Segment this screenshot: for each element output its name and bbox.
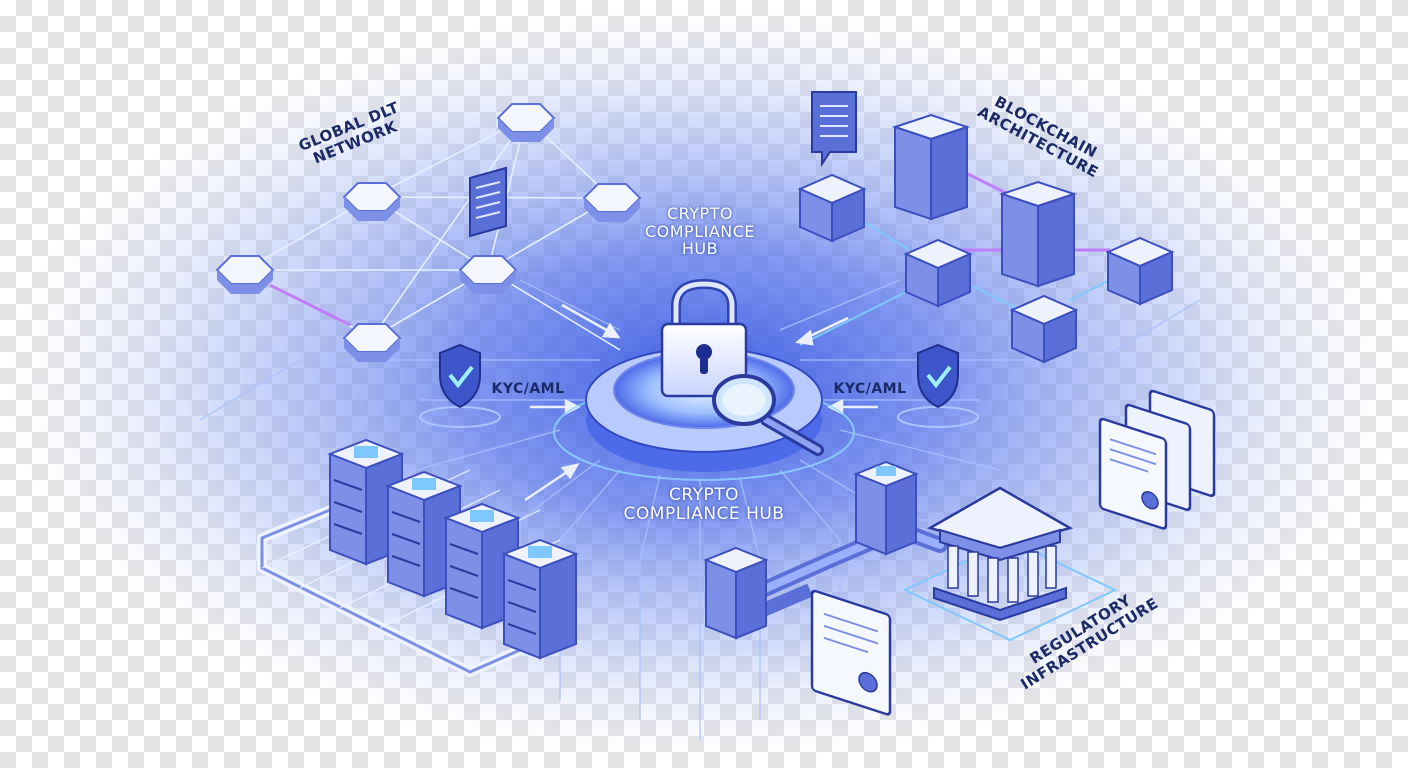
network-node [496, 103, 556, 142]
shield-check-icon [897, 343, 979, 428]
server-block [853, 460, 919, 556]
label-hub-top: CRYPTO COMPLIANCE HUB [644, 204, 756, 259]
label-kyc-right: KYC/AML [833, 381, 907, 397]
certificate-icon [810, 589, 892, 716]
certificate-stack [1098, 389, 1216, 530]
padlock-icon [660, 278, 748, 398]
purple-link [269, 283, 351, 327]
blockchain-cluster [797, 91, 1175, 364]
network-node [458, 255, 518, 294]
chain-block [1009, 294, 1079, 364]
label-hub-bottom: CRYPTO COMPLIANCE HUB [623, 485, 785, 524]
server-cluster [257, 438, 579, 677]
label-kyc-left: KYC/AML [491, 381, 565, 397]
chain-block [703, 546, 769, 640]
bank-building-icon [926, 486, 1074, 622]
server-block [891, 113, 971, 221]
circuit-traces [199, 279, 1201, 740]
network-node [215, 255, 275, 294]
magnifier-icon [712, 374, 824, 456]
shield-check-icon [419, 343, 501, 428]
chain-block [903, 238, 973, 308]
document-icon [469, 166, 507, 238]
network-node [582, 183, 642, 222]
network-nodes [215, 103, 642, 362]
server-rack [501, 538, 579, 660]
network-node [342, 182, 402, 221]
regulatory-cluster [703, 389, 1216, 716]
certificate-icon [1098, 417, 1168, 530]
chain-block [1105, 236, 1175, 306]
server-block [998, 180, 1078, 288]
chain-block [797, 173, 867, 243]
network-node [342, 323, 402, 362]
document-icon [811, 91, 857, 168]
